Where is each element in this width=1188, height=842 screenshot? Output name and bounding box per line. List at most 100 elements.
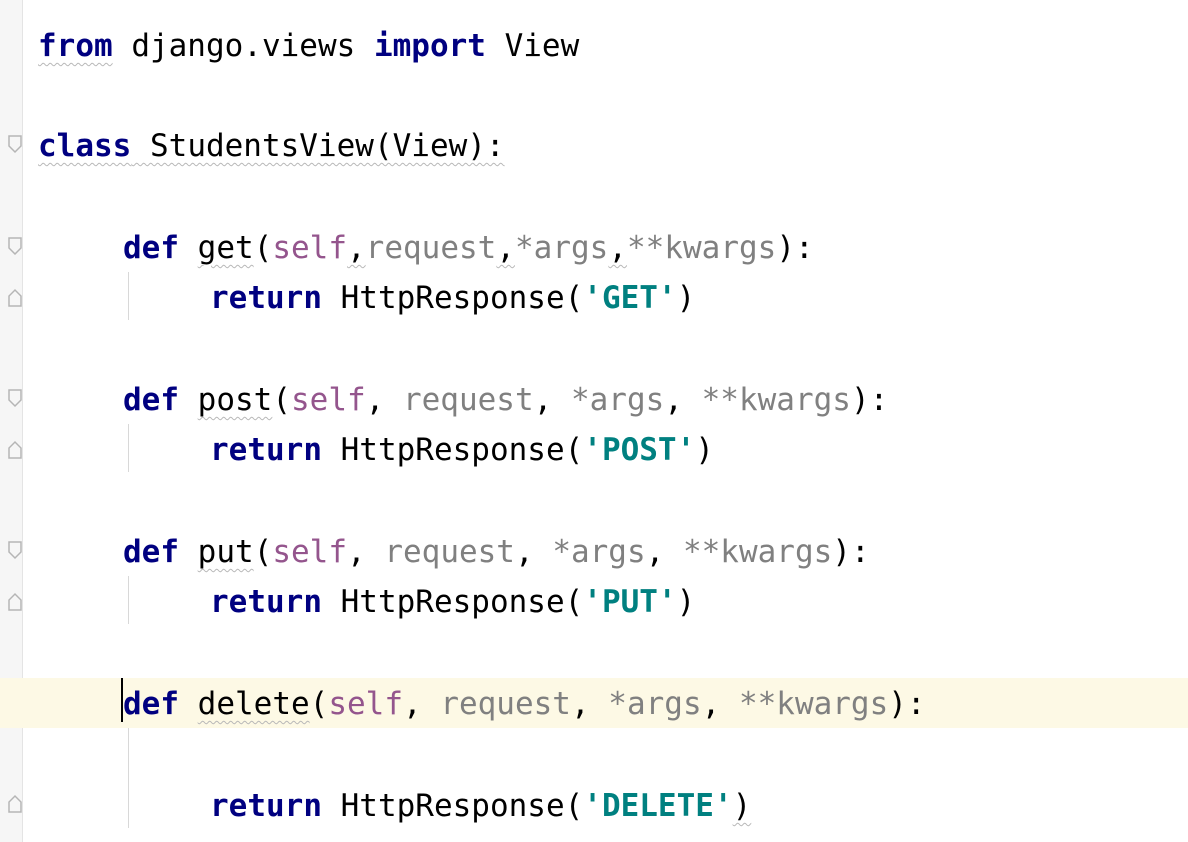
comma: ,	[365, 382, 403, 418]
method-name: put	[197, 534, 254, 570]
param-self: self	[328, 686, 403, 722]
code-line-return-post[interactable]: return HttpResponse('POST')	[0, 424, 1188, 474]
fold-end-icon[interactable]	[7, 794, 23, 814]
comma: ,	[570, 686, 609, 722]
open-paren: (	[309, 686, 329, 722]
code-line-return-delete[interactable]: return HttpResponse('DELETE')	[0, 780, 1188, 830]
string-literal: 'PUT'	[583, 584, 677, 620]
method-name: get	[197, 230, 254, 266]
code-line-def-put[interactable]: def put(self, request, *args, **kwargs):	[0, 526, 1188, 576]
text-caret	[121, 678, 123, 722]
keyword-def: def	[123, 686, 179, 722]
keyword-def: def	[123, 382, 179, 418]
indent-guide	[128, 424, 129, 472]
code-line-class[interactable]: class StudentsView(View):	[0, 120, 1188, 170]
comma: ,	[402, 686, 441, 722]
keyword-def: def	[123, 230, 179, 266]
response-call: HttpResponse(	[321, 280, 584, 316]
response-call: HttpResponse(	[321, 584, 584, 620]
param-args: *args	[552, 534, 646, 570]
open-paren: (	[253, 230, 273, 266]
param-args: *args	[570, 382, 665, 418]
comma: ,	[701, 686, 739, 722]
param-request: request	[384, 534, 515, 570]
code-text: return HttpResponse('GET')	[210, 280, 695, 316]
imported-name: View	[485, 28, 580, 64]
string-literal: 'POST'	[583, 432, 696, 468]
code-text: def put(self, request, *args, **kwargs):	[123, 534, 870, 570]
response-call: HttpResponse(	[321, 432, 584, 468]
param-self: self	[291, 382, 366, 418]
keyword-class: class	[38, 128, 132, 164]
open-paren: (	[253, 534, 273, 570]
fold-end-icon[interactable]	[7, 592, 23, 612]
close-paren: ):	[888, 686, 926, 722]
code-line-return-put[interactable]: return HttpResponse('PUT')	[0, 576, 1188, 626]
comma: ,	[533, 382, 571, 418]
fold-end-icon[interactable]	[7, 440, 23, 460]
string-literal: 'DELETE'	[583, 788, 733, 824]
string-literal: 'GET'	[583, 280, 677, 316]
module-name: django.views	[112, 28, 374, 64]
editor-gutter	[0, 0, 23, 842]
param-kwargs: **kwargs	[627, 230, 777, 266]
class-declaration: StudentsView(View):	[131, 128, 505, 164]
fold-start-icon[interactable]	[7, 134, 23, 154]
param-kwargs: **kwargs	[701, 382, 851, 418]
keyword-return: return	[210, 788, 322, 824]
code-text: return HttpResponse('DELETE')	[210, 788, 751, 824]
comma: ,	[496, 230, 515, 266]
comma: ,	[645, 534, 683, 570]
comma: ,	[664, 382, 702, 418]
code-line-def-get[interactable]: def get(self,request,*args,**kwargs):	[0, 222, 1188, 272]
close-paren: )	[732, 788, 752, 824]
code-line-def-delete[interactable]: def delete(self, request, *args, **kwarg…	[0, 678, 1188, 728]
param-args: *args	[608, 686, 702, 722]
comma: ,	[514, 534, 553, 570]
code-line-return-get[interactable]: return HttpResponse('GET')	[0, 272, 1188, 322]
keyword-def: def	[123, 534, 179, 570]
param-request: request	[402, 382, 534, 418]
fold-start-icon[interactable]	[7, 236, 23, 256]
indent-guide	[128, 728, 129, 828]
keyword-return: return	[210, 280, 322, 316]
keyword-return: return	[210, 432, 322, 468]
keyword-return: return	[210, 584, 322, 620]
fold-start-icon[interactable]	[7, 388, 23, 408]
open-paren: (	[272, 382, 291, 418]
code-line-import[interactable]: from django.views import View	[0, 20, 1188, 70]
keyword-from: from	[38, 28, 113, 64]
method-name: delete	[197, 686, 310, 722]
code-text: def delete(self, request, *args, **kwarg…	[123, 686, 926, 722]
param-kwargs: **kwargs	[738, 686, 889, 722]
param-request: request	[440, 686, 571, 722]
close-paren: ):	[832, 534, 870, 570]
close-paren: )	[676, 584, 696, 620]
indent-guide	[128, 576, 129, 624]
indent-guide	[128, 272, 129, 320]
code-line-def-post[interactable]: def post(self, request, *args, **kwargs)…	[0, 374, 1188, 424]
method-name: post	[197, 382, 273, 418]
code-text: return HttpResponse('POST')	[210, 432, 714, 468]
param-request: request	[365, 230, 497, 266]
comma: ,	[347, 230, 366, 266]
close-paren: ):	[850, 382, 889, 418]
response-call: HttpResponse(	[321, 788, 584, 824]
param-self: self	[272, 534, 347, 570]
code-text: class StudentsView(View):	[38, 128, 505, 164]
close-paren: ):	[776, 230, 814, 266]
close-paren: )	[695, 432, 714, 468]
close-paren: )	[676, 280, 696, 316]
fold-start-icon[interactable]	[7, 540, 23, 560]
code-text: from django.views import View	[38, 28, 579, 64]
fold-end-icon[interactable]	[7, 288, 23, 308]
param-args: *args	[515, 230, 609, 266]
comma: ,	[347, 534, 385, 570]
param-kwargs: **kwargs	[682, 534, 833, 570]
code-text: def get(self,request,*args,**kwargs):	[123, 230, 814, 266]
comma: ,	[608, 230, 627, 266]
code-text: return HttpResponse('PUT')	[210, 584, 695, 620]
code-text: def post(self, request, *args, **kwargs)…	[123, 382, 888, 418]
keyword-import: import	[373, 28, 486, 64]
